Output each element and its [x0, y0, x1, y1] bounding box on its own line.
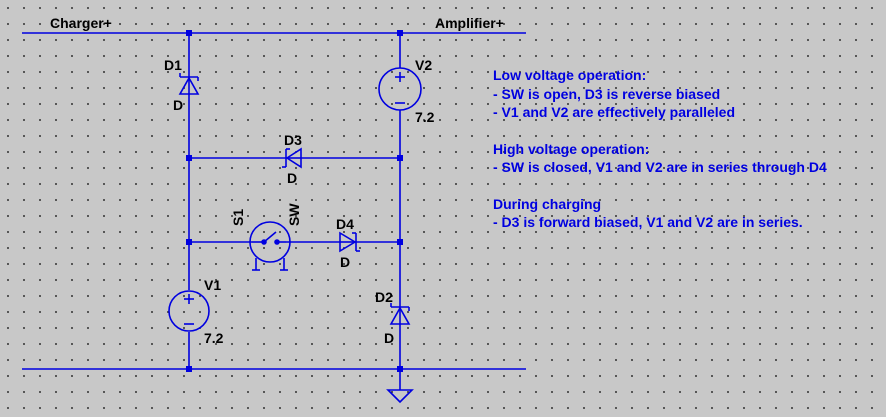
schematic-comment-text[interactable]: Low voltage operation: - SW is open, D3 …: [493, 66, 827, 232]
junction-node[interactable]: [397, 30, 403, 36]
d2-ref-label: D2: [375, 289, 393, 305]
v1-value-label: 7.2: [204, 330, 224, 346]
d2-value-label: D: [384, 330, 394, 346]
diode-d4[interactable]: [339, 231, 360, 253]
v2-ref-label: V2: [415, 57, 432, 73]
d1-value-label: D: [173, 97, 183, 113]
note-high-line1: - SW is closed, V1 and V2 are in series …: [493, 159, 827, 175]
net-label-charger[interactable]: Charger+: [50, 15, 112, 31]
note-low-line2: - V1 and V2 are effectively paralleled: [493, 104, 736, 120]
d3-value-label: D: [287, 170, 297, 186]
voltage-source-v1[interactable]: [168, 290, 210, 332]
s1-value-label: SW: [286, 203, 302, 226]
note-spacer: [493, 177, 827, 195]
net-label-amplifier[interactable]: Amplifier+: [435, 15, 504, 31]
junction-node[interactable]: [186, 155, 192, 161]
junction-node[interactable]: [397, 155, 403, 161]
diode-d3[interactable]: [282, 147, 302, 169]
switch-s1[interactable]: [249, 221, 291, 271]
d3-ref-label: D3: [284, 132, 302, 148]
junction-node[interactable]: [186, 239, 192, 245]
junction-node[interactable]: [397, 239, 403, 245]
note-charging-line1: - D3 is forward biased, V1 and V2 are in…: [493, 214, 803, 230]
diode-d1[interactable]: [178, 63, 200, 97]
voltage-source-v2[interactable]: [378, 67, 422, 111]
d4-value-label: D: [340, 254, 350, 270]
note-spacer: [493, 122, 827, 140]
ground-icon[interactable]: [386, 389, 414, 404]
note-high-title: High voltage operation:: [493, 140, 650, 157]
junction-node[interactable]: [186, 366, 192, 372]
junction-node[interactable]: [397, 366, 403, 372]
s1-ref-label: S1: [230, 209, 246, 226]
note-low-line1: - SW is open, D3 is reverse biased: [493, 85, 721, 102]
diode-d2[interactable]: [389, 300, 411, 336]
d1-ref-label: D1: [164, 57, 182, 73]
note-low-title: Low voltage operation:: [493, 67, 647, 83]
v1-ref-label: V1: [204, 277, 221, 293]
v2-value-label: 7.2: [415, 109, 435, 125]
d4-ref-label: D4: [336, 216, 354, 232]
junction-node[interactable]: [186, 30, 192, 36]
note-charging-title: During charging: [493, 195, 602, 212]
